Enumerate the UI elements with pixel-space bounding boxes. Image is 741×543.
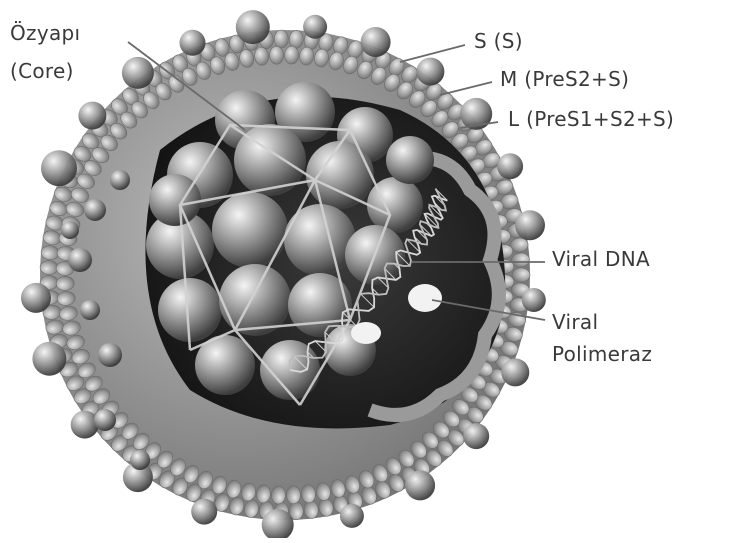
label-viral-polymerase: Viral Polimeraz xyxy=(552,306,652,370)
surface-protein-knob xyxy=(180,30,206,56)
label-core-line2: (Core) xyxy=(10,52,80,90)
surface-protein-knob xyxy=(522,288,546,312)
surface-protein-knob xyxy=(94,409,116,431)
label-l-protein: L (PreS1+S2+S) xyxy=(508,108,674,131)
label-viral-dna: Viral DNA xyxy=(552,248,650,271)
surface-protein-knob xyxy=(98,343,122,367)
lipid-bead xyxy=(271,486,286,504)
label-core-line1: Özyapı xyxy=(10,14,80,52)
surface-protein-knob xyxy=(32,342,66,376)
lipid-bead xyxy=(40,260,58,275)
surface-protein-knob xyxy=(110,170,130,190)
capsid-sphere xyxy=(212,192,288,268)
leader-line-m xyxy=(440,82,492,95)
surface-protein-knob xyxy=(405,470,435,500)
label-s-protein: S (S) xyxy=(474,30,523,53)
surface-protein-knob xyxy=(416,58,444,86)
surface-protein-knob xyxy=(303,15,327,39)
capsid-sphere xyxy=(306,141,374,209)
lipid-bead xyxy=(284,46,299,64)
surface-protein-knob xyxy=(61,221,79,239)
capsid-sphere xyxy=(386,136,434,184)
lipid-bead xyxy=(286,486,301,505)
surface-protein-knob xyxy=(515,210,545,240)
surface-protein-knob xyxy=(340,504,364,528)
surface-protein-knob xyxy=(130,450,150,470)
lipid-bead xyxy=(56,276,75,291)
polymerase-blob xyxy=(408,284,442,312)
surface-protein-knob xyxy=(78,102,106,130)
surface-protein-knob xyxy=(71,411,99,439)
surface-protein-knob xyxy=(497,153,523,179)
surface-protein-knob xyxy=(236,10,270,44)
lipid-bead xyxy=(512,268,530,282)
label-polymerase-line1: Viral xyxy=(552,306,652,338)
surface-protein-knob xyxy=(191,499,217,525)
surface-protein-knob xyxy=(361,27,391,57)
label-m-protein: M (PreS2+S) xyxy=(500,68,629,91)
surface-protein-knob xyxy=(463,423,489,449)
surface-protein-knob xyxy=(68,248,92,272)
surface-protein-knob xyxy=(41,150,77,186)
surface-protein-knob xyxy=(122,57,154,89)
capsid-sphere xyxy=(284,204,356,276)
lipid-bead xyxy=(269,46,284,65)
polymerase-blob xyxy=(351,322,381,344)
surface-protein-knob xyxy=(21,283,51,313)
surface-protein-knob xyxy=(84,199,106,221)
lipid-bead xyxy=(274,30,288,48)
surface-protein-knob xyxy=(501,358,529,386)
surface-protein-knob xyxy=(80,300,100,320)
label-core: Özyapı (Core) xyxy=(10,14,80,90)
label-polymerase-line2: Polimeraz xyxy=(552,338,652,370)
